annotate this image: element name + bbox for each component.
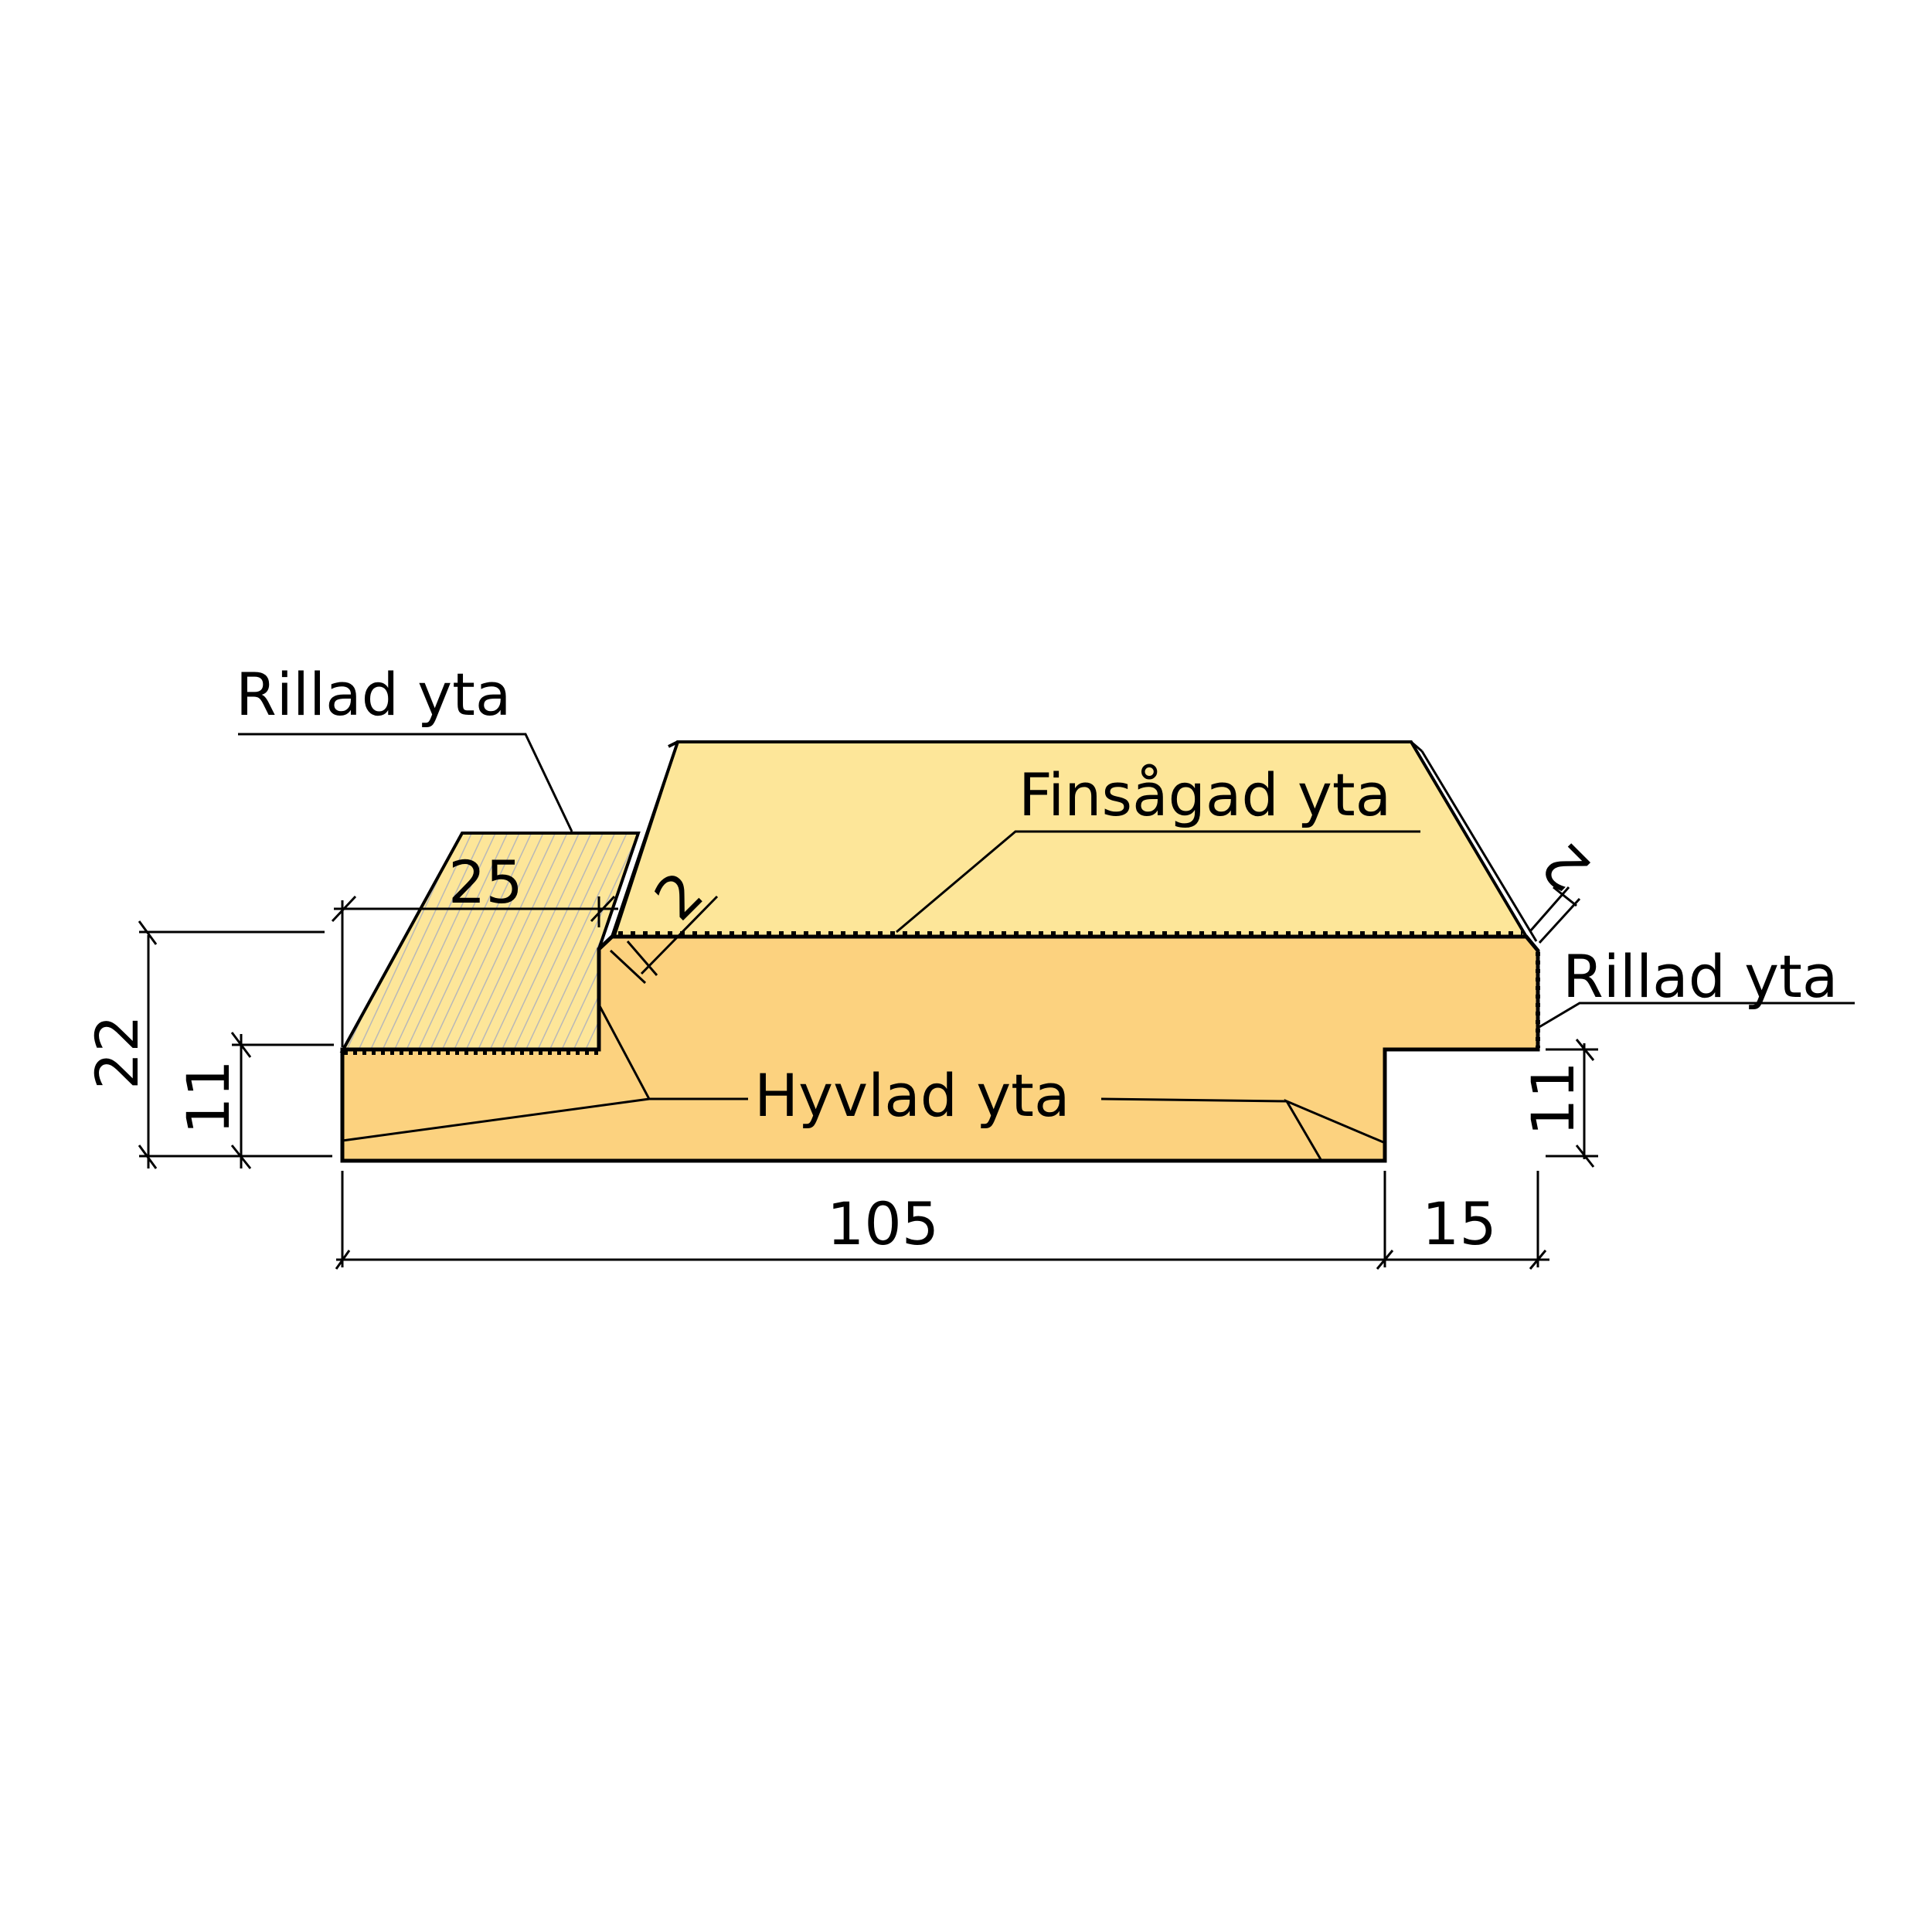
- leader-lines: [238, 733, 1855, 1103]
- dim-chamfer-right: 2: [1529, 829, 1604, 904]
- label-finsagad: Finsågad yta: [1019, 760, 1391, 829]
- label-rillad-right: Rillad yta: [1563, 942, 1838, 1011]
- dim-rillad-width: 25: [448, 848, 523, 917]
- dim-right-step-height: 11: [1519, 1061, 1587, 1136]
- dimension-lines: [138, 886, 1598, 1270]
- dim-overall-width: 105: [827, 1189, 939, 1258]
- dim-tongue-width: 15: [1422, 1189, 1497, 1258]
- dim-left-step-height: 11: [174, 1060, 243, 1134]
- label-rillad-top: Rillad yta: [236, 660, 511, 729]
- dim-total-height: 22: [83, 1015, 151, 1090]
- label-hyvlad: Hyvlad yta: [754, 1061, 1070, 1130]
